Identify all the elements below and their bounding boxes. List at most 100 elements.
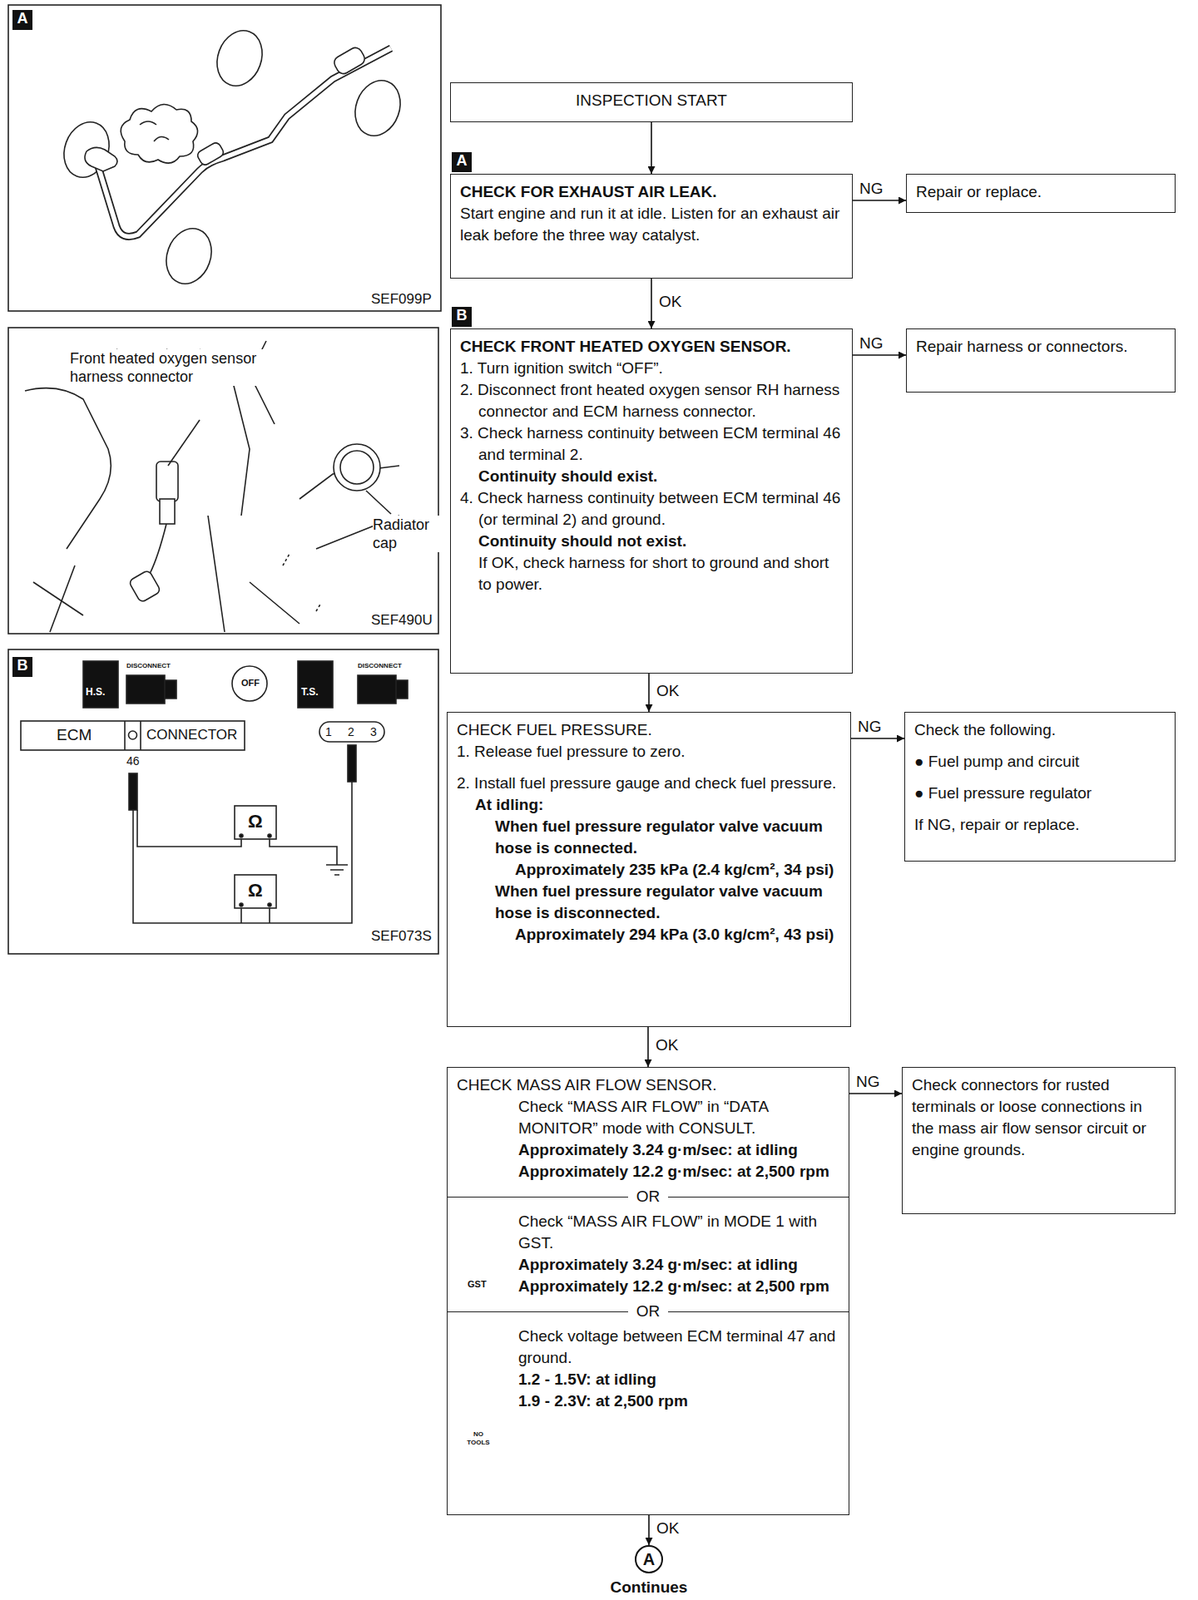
figure-code: SEF490U [371,612,433,629]
connector-label: ECM [56,726,92,745]
edge-label: OK [654,682,681,701]
icon-text: DISCONNECT [357,662,402,670]
icon-text: T.S. [301,687,319,699]
edge-label: NG [857,334,886,353]
flow-arrow [648,1515,650,1546]
continuity-check-diagram [20,661,408,924]
step-badge: A [451,152,472,173]
result-box: Check the following. ● Fuel pump and circ… [904,712,1176,862]
pin-number: 2 [347,725,355,739]
icon-text: H.S. [85,687,105,699]
part-label: Radiator cap [372,515,440,553]
box-text: At idling: [456,794,842,817]
icon-text: GST [467,1279,487,1291]
edge-label: NG [857,179,886,199]
box-text: Approximately 235 kPa (2.4 kg/cm², 34 ps… [456,859,842,882]
edge-label: NG [854,1073,882,1092]
box-text: 1. Turn ignition switch “OFF”. [460,357,843,380]
process-box: CHECK FRONT HEATED OXYGEN SENSOR.1. Turn… [450,328,853,674]
box-text: 2. Disconnect front heated oxygen sensor… [460,379,843,423]
flow-arrow [647,1027,649,1068]
start-box: INSPECTION START [450,82,853,123]
step-badge: B [451,306,472,327]
figure-code: SEF073S [371,928,432,946]
ohmmeter-symbol: Ω [247,880,263,901]
part-label: Front heated oxygen sensor harness conne… [69,349,278,387]
box-text: If OK, check harness for short to ground… [460,552,843,596]
box-text: Approximately 3.24 g·m/sec: at idling [456,1254,840,1277]
ohmmeter-symbol: Ω [247,811,263,832]
box-text: INSPECTION START [460,89,843,112]
box-text: Approximately 294 kPa (3.0 kg/cm², 43 ps… [456,924,842,946]
panel-frame [8,649,439,955]
or-divider: OR [628,1301,669,1323]
engine-bay-sketch [24,341,400,633]
box-text: Continues [607,1577,691,1599]
box-text: 1.9 - 2.3V: at 2,500 rpm [456,1391,840,1413]
box-text: CHECK FUEL PRESSURE. [456,719,842,742]
box-text: 1.2 - 1.5V: at idling [456,1369,840,1392]
box-text: Check the following. [914,719,1166,742]
exhaust-illustration [56,24,408,291]
flow-arrow [849,1093,902,1095]
continuation-circle: AContinues [607,1545,691,1599]
box-text: A [634,1545,664,1575]
box-text: When fuel pressure regulator valve vacuu… [456,816,842,860]
box-text: If NG, repair or replace. [914,814,1166,837]
result-box: Check connectors for rusted terminals or… [901,1067,1176,1215]
box-text: Start engine and run it at idle. Listen … [460,202,843,247]
box-text: Continuity should exist. [460,465,843,488]
flow-arrow [650,122,653,174]
box-text: Repair harness or connectors. [915,336,1166,358]
panel-frame [8,4,441,312]
connector-label: CONNECTOR [146,727,238,744]
box-text: CHECK FOR EXHAUST AIR LEAK. [460,181,843,203]
box-text: 4. Check harness continuity between ECM … [460,487,843,531]
panel-badge: B [12,657,33,678]
icon-text: OFF [241,678,260,689]
box-text: Check “MASS AIR FLOW” in MODE 1 with GST… [456,1211,840,1255]
box-text: 1. Release fuel pressure to zero. [456,741,842,763]
terminal-number: 46 [126,754,140,768]
figure-code: SEF099P [371,291,432,308]
pin-number: 1 [325,725,332,739]
pin-number: 3 [370,725,377,739]
box-text: ● Fuel pump and circuit [914,751,1166,773]
box-text: 3. Check harness continuity between ECM … [460,422,843,466]
flow-arrow [852,199,906,202]
box-text: When fuel pressure regulator valve vacuu… [456,881,842,925]
box-text: OR [447,1186,849,1208]
panel-badge: A [12,9,33,30]
result-box: Repair or replace. [905,173,1176,213]
or-divider: OR [628,1186,669,1208]
box-text: Check “MASS AIR FLOW” in “DATA MONITOR” … [456,1096,840,1140]
flow-arrow [650,278,653,329]
box-text: Repair or replace. [915,181,1166,203]
leader-line [366,490,392,515]
icon-text: DISCONNECT [126,662,171,670]
box-text: CHECK FRONT HEATED OXYGEN SENSOR. [460,336,843,358]
box-text: Approximately 3.24 g·m/sec: at idling [456,1139,840,1162]
edge-label: OK [653,1036,680,1055]
box-text: OR [447,1301,849,1323]
leader-line [168,420,200,466]
box-text: CHECK MASS AIR FLOW SENSOR. [456,1074,840,1097]
box-text: Check connectors for rusted terminals or… [911,1074,1166,1162]
box-text: ● Fuel pressure regulator [914,782,1166,805]
edge-label: OK [657,292,684,312]
flow-arrow [851,737,905,740]
process-box: CHECK FOR EXHAUST AIR LEAK.Start engine … [450,173,853,279]
box-text: 2. Install fuel pressure gauge and check… [456,772,842,795]
panel-frame [8,327,439,634]
icon-text: NO TOOLS [462,1430,495,1448]
box-text: Approximately 12.2 g·m/sec: at 2,500 rpm [456,1276,840,1298]
flow-arrow [648,673,650,713]
edge-label: NG [856,717,884,737]
box-text: Check voltage between ECM terminal 47 an… [456,1326,840,1370]
process-box: CHECK MASS AIR FLOW SENSOR.Check “MASS A… [446,1067,850,1516]
box-text: Approximately 12.2 g·m/sec: at 2,500 rpm [456,1161,840,1184]
edge-label: OK [654,1519,681,1539]
flow-arrow [852,354,906,357]
box-text: Continuity should not exist. [460,530,843,553]
result-box: Repair harness or connectors. [905,328,1176,393]
